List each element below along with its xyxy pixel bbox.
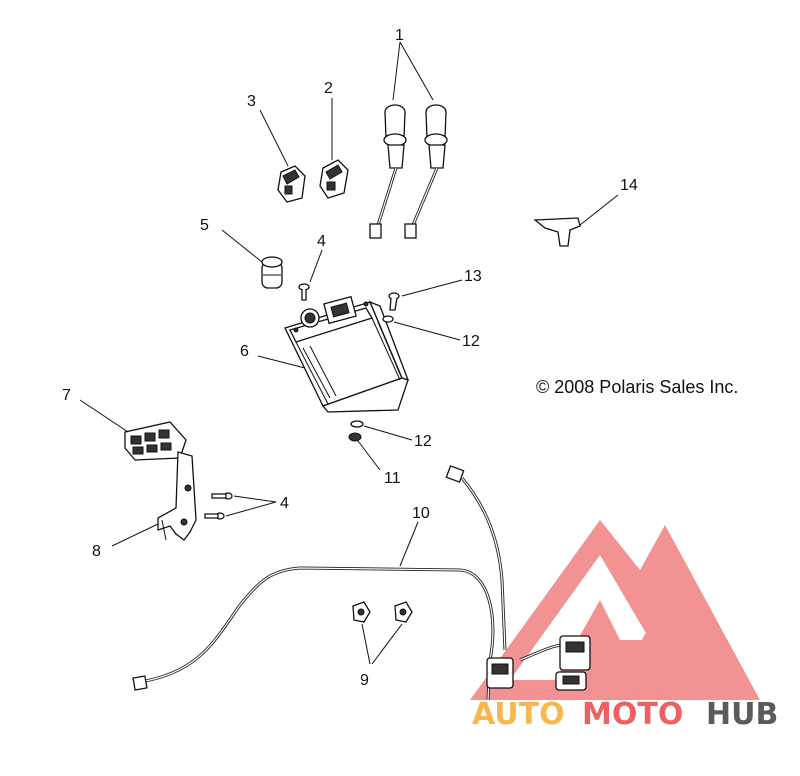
callout-4-bottom: 4: [280, 495, 289, 512]
callout-12-bottom: 12: [414, 433, 432, 450]
part-4-screws-bottom: [204, 492, 233, 520]
part-12-washer-top: [382, 315, 394, 323]
callout-11: 11: [384, 470, 401, 487]
callout-12-top: 12: [462, 333, 480, 350]
part-3-switch: [277, 165, 306, 203]
part-2-switch: [319, 159, 349, 199]
part-8-bracket: [157, 451, 197, 541]
callout-4-top: 4: [317, 233, 326, 250]
socket-right: [404, 104, 448, 239]
callout-2: 2: [324, 80, 333, 97]
part-9-clips: [352, 601, 413, 623]
part-1-power-sockets: [369, 104, 448, 239]
callout-10: 10: [412, 505, 430, 522]
part-7-switch-pad: [124, 421, 187, 461]
callout-7: 7: [62, 387, 71, 404]
part-13-bolt: [388, 292, 400, 311]
watermark-inner-icon: [630, 600, 720, 690]
copyright-text: © 2008 Polaris Sales Inc.: [536, 377, 738, 397]
part-4-screw-top: [298, 283, 310, 301]
part-5-cap: [261, 256, 283, 289]
callout-14: 14: [620, 177, 638, 194]
part-11-nut: [348, 432, 362, 442]
part-6-control-module: [284, 295, 410, 413]
socket-left: [369, 104, 407, 239]
part-12-washer-bottom: [350, 420, 364, 428]
part-10-wiring-harness: [132, 465, 591, 701]
callout-13: 13: [464, 268, 482, 285]
callout-1: 1: [395, 27, 404, 44]
part-14-clip: [533, 217, 581, 247]
callout-6: 6: [240, 343, 249, 360]
watermark-word-moto: MOTO: [582, 697, 683, 732]
watermark-word-auto: AUTO: [472, 697, 565, 732]
callout-8: 8: [92, 543, 101, 560]
callout-9: 9: [360, 672, 369, 689]
watermark-word-hub: HUB: [706, 697, 778, 732]
callout-5: 5: [200, 217, 209, 234]
watermark-logo: [470, 520, 760, 700]
callout-3: 3: [247, 93, 256, 110]
